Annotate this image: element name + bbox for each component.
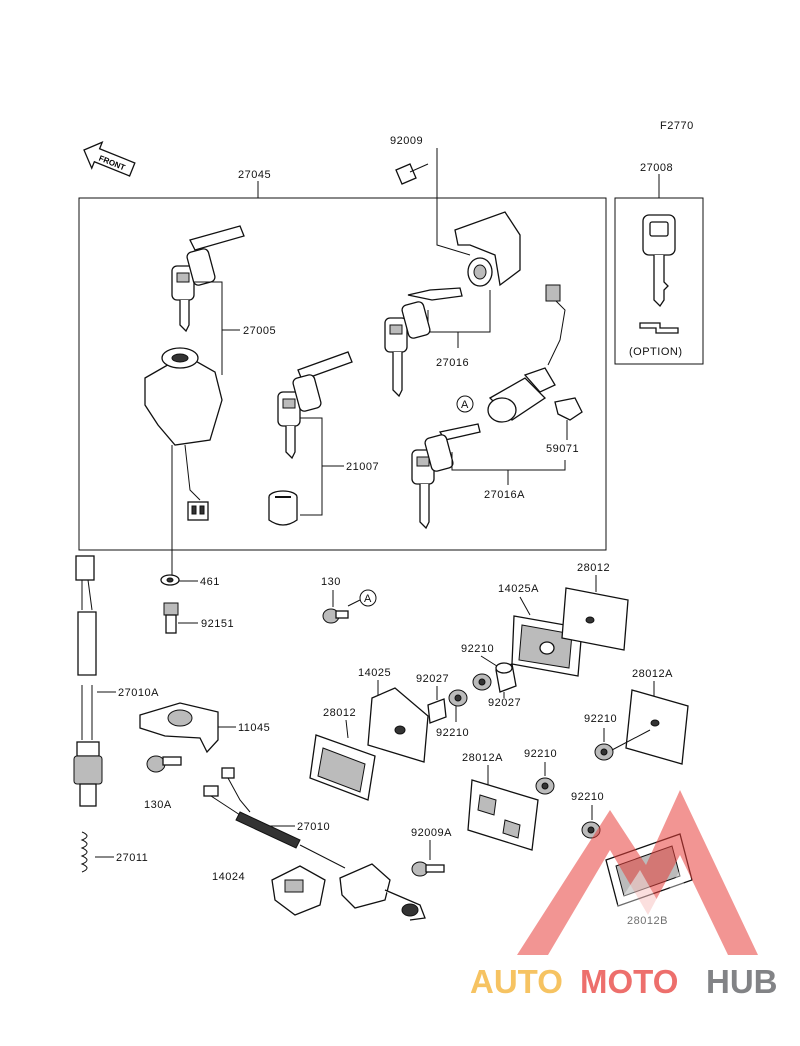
lock-cap [268,490,298,526]
label-130-top: 130 [321,576,341,588]
automotohub-logo [517,790,758,955]
wire-harness-27010 [203,767,346,869]
wire-harness-27010A [73,555,103,807]
reflector-28012A-right [625,689,689,765]
label-27016: 27016 [436,357,469,369]
callout-a-upper: A [461,399,469,411]
figure-code: F2770 [660,120,694,132]
label-27005: 27005 [243,325,276,337]
screw-92009A [411,861,445,877]
option-label: (OPTION) [629,346,683,358]
label-27045: 27045 [238,169,271,181]
label-461: 461 [200,576,220,588]
label-14025: 14025 [358,667,391,679]
label-27010: 27010 [297,821,330,833]
bolt-130 [322,608,349,624]
reflector-28012A-mid [467,779,539,851]
label-92210-c: 92210 [584,713,617,725]
label-92210-a: 92210 [461,643,494,655]
nut-92210-b [448,689,468,707]
label-28012A-mid: 28012A [462,752,503,764]
screw-92009 [395,163,429,185]
nut-92210-d [535,777,555,795]
label-28012-top: 28012 [577,562,610,574]
label-14025A: 14025A [498,583,539,595]
seat-lock-bracket [454,211,521,287]
callout-a-lower: A [364,593,372,605]
washer-461 [160,574,180,586]
switch-assembly [339,863,426,921]
label-92210-e: 92210 [571,791,604,803]
label-27016A: 27016A [484,489,525,501]
helmet-lock-cylinder [487,284,566,423]
label-92210-d: 92210 [524,748,557,760]
reflector-28012-top [561,587,629,651]
reflector-holder-14025 [367,687,429,763]
label-92009A: 92009A [411,827,452,839]
front-arrow: FRONT [83,141,136,177]
nut-92210-c [594,743,614,761]
label-130A: 130A [144,799,172,811]
label-92027-b: 92027 [488,697,521,709]
label-14024: 14024 [212,871,245,883]
reflector-28012-mid [309,734,376,801]
key-set-27016A [411,423,481,530]
label-27010A: 27010A [118,687,159,699]
key-set-27016 [384,287,463,398]
label-28012-mid: 28012 [323,707,356,719]
bolt-92151 [163,602,179,634]
bolt-130A [146,755,182,773]
label-11045: 11045 [238,722,270,734]
kit-frame-27045 [78,197,607,551]
label-92151: 92151 [201,618,234,630]
label-92210-b: 92210 [436,727,469,739]
label-92027-a: 92027 [416,673,449,685]
label-28012B: 28012B [627,915,668,927]
nut-92210-a [472,673,492,691]
clip-59071 [554,397,583,421]
bracket-11045 [139,702,219,754]
label-28012A-right: 28012A [632,668,673,680]
cover-14024 [271,865,326,916]
label-59071: 59071 [546,443,579,455]
ignition-switch [144,347,223,521]
label-21007: 21007 [346,461,379,473]
brand-hub: HUB [706,963,778,1000]
label-27011: 27011 [116,852,148,864]
key-set-27005 [171,225,245,333]
brand-wordmark: AUTO MOTO HUB [470,963,778,1000]
brand-moto: MOTO [580,963,678,1000]
collar-92027-a [427,698,447,724]
label-92009: 92009 [390,135,423,147]
blank-key-icon [639,214,679,334]
collar-92027-b [495,662,517,693]
key-set-21007 [277,351,353,460]
spring-27011 [80,831,88,873]
brand-auto: AUTO [470,963,563,1000]
label-27008: 27008 [640,162,673,174]
